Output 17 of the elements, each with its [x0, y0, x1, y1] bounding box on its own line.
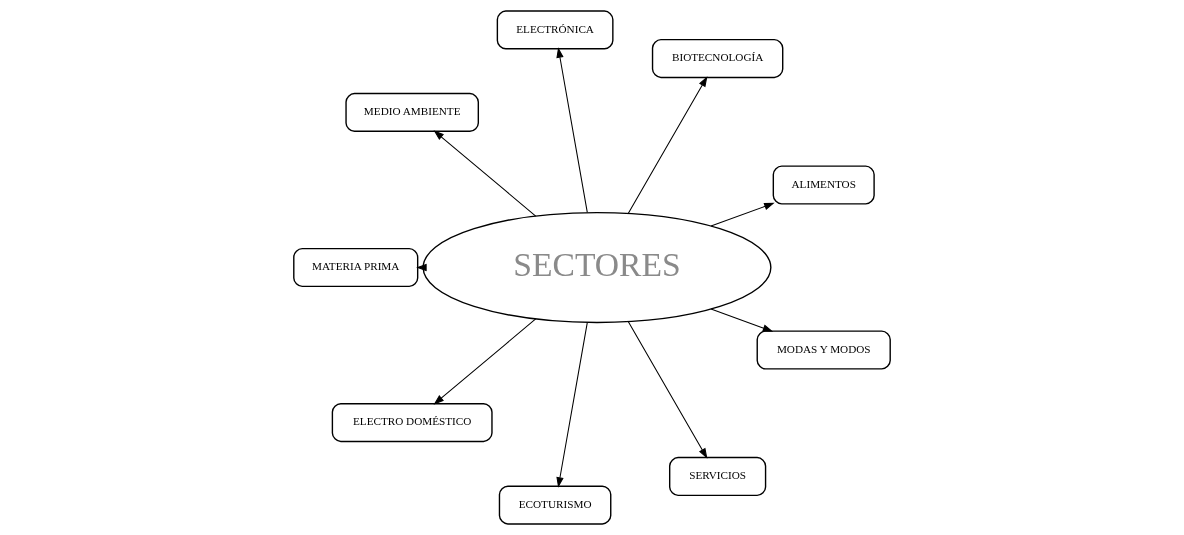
node-box: ALIMENTOS — [772, 165, 875, 205]
arrow — [556, 47, 588, 213]
node-box: MODAS Y MODOS — [756, 330, 891, 370]
arrow — [433, 318, 537, 405]
node-box: ELECTRO DOMÉSTICO — [331, 403, 493, 443]
arrow — [556, 322, 588, 488]
arrow — [710, 308, 774, 332]
node-box: BIOTECNOLOGÍA — [651, 38, 784, 79]
arrow — [627, 321, 708, 459]
arrow — [710, 202, 775, 227]
arrow — [433, 130, 537, 217]
node-box: MEDIO AMBIENTE — [345, 92, 479, 132]
arrow — [627, 76, 708, 214]
node-box: MATERIA PRIMA — [293, 247, 419, 288]
node-box: SERVICIOS — [669, 456, 767, 497]
node-box: ECOTURISMO — [498, 485, 612, 525]
node-box: ELECTRÓNICA — [496, 10, 614, 50]
